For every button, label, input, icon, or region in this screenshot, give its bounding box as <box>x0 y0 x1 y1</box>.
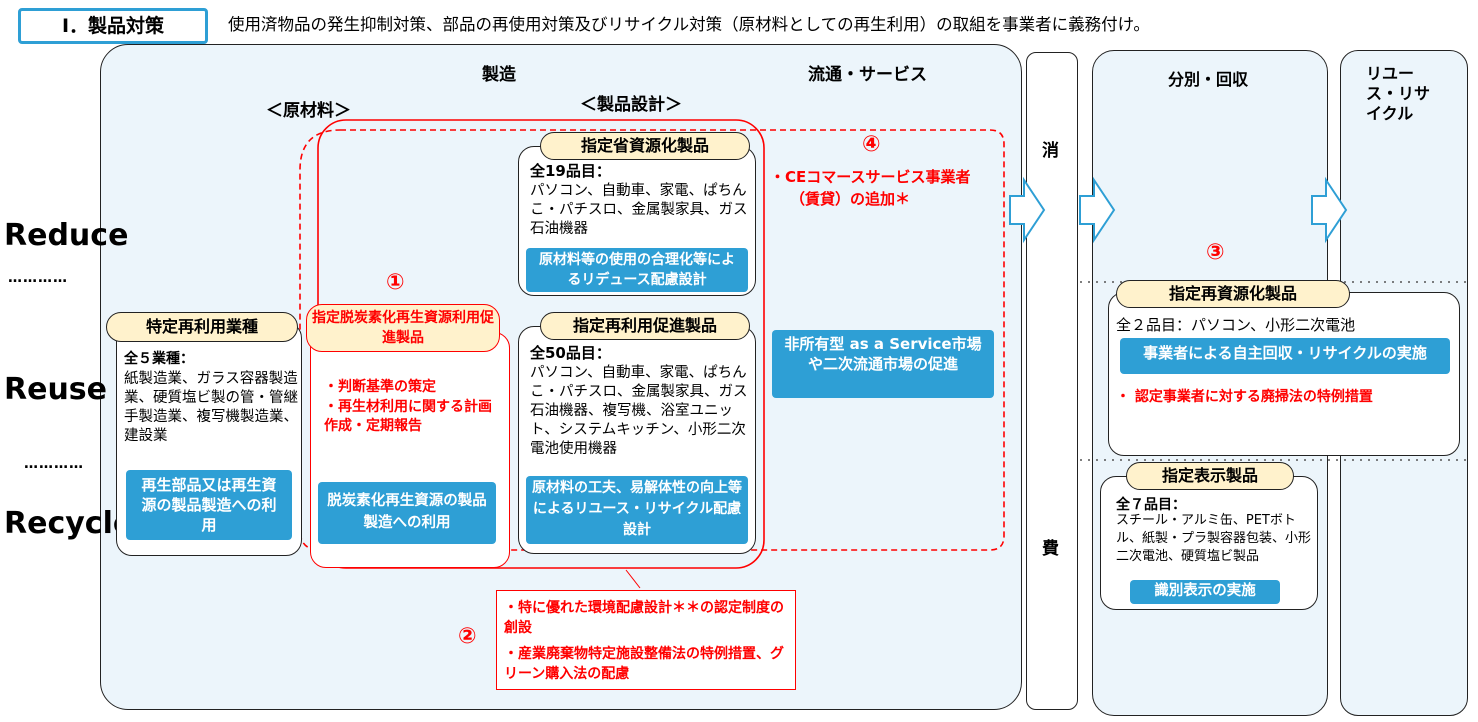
heading-distribution: 流通・サービス <box>808 65 927 85</box>
section-tag: Ⅰ．製品対策 <box>18 8 208 44</box>
reuse-promotion-count: 全50品目： <box>530 344 611 362</box>
labeling-action: 識別表示の実施 <box>1130 580 1280 604</box>
marker-1: ① <box>386 270 405 295</box>
resource-saving-title: 指定省資源化製品 <box>540 132 750 160</box>
marker-2: ② <box>458 624 477 649</box>
decarbonization-bullet-1: ・判断基準の策定 <box>324 379 436 395</box>
recycled-resources-title: 指定再資源化製品 <box>1116 280 1350 308</box>
marker-4: ④ <box>862 132 881 157</box>
row-divider-dots: ………… <box>24 456 84 472</box>
connector-line <box>625 569 641 589</box>
ce-commerce-line-2: （賃貸）の追加＊ <box>790 190 911 208</box>
heading-consumption-bottom: 費 <box>1042 539 1059 559</box>
certification-box <box>496 590 796 690</box>
labeling-count: 全７品目： <box>1116 497 1186 513</box>
heading-product-design: ＜製品設計＞ <box>580 95 682 115</box>
non-ownership-label: 非所有型 as a Service市場や二次流通市場の促進 <box>772 330 994 398</box>
heading-manufacturing: 製造 <box>482 65 516 85</box>
specific-reuse-industry-items: 紙製造業、ガラス容器製造業、硬質塩ビ製の管・管継手製造業、複写機製造業、建設業 <box>124 371 298 444</box>
row-label-reuse: Reuse <box>4 372 108 407</box>
consumption-column <box>1026 52 1078 710</box>
decarbonization-title: 指定脱炭素化再生資源利用促進製品 <box>306 304 500 352</box>
row-label-recycle: Recycle <box>4 506 134 541</box>
certification-bullet-2: ・産業廃棄物特定施設整備法の特例措置、グリーン購入法の配慮 <box>504 646 784 682</box>
specific-reuse-industry-title: 特定再利用業種 <box>106 312 298 342</box>
decarbonization-bullet-2: ・再生材利用に関する計画作成・定期報告 <box>324 399 492 434</box>
heading-reuse-recycle: リユース・リサイクル <box>1366 64 1431 123</box>
arrow-right-icon <box>1079 176 1116 244</box>
recycled-resources-action: 事業者による自主回収・リサイクルの実施 <box>1120 338 1450 374</box>
reuse-promotion-action: 原材料の工夫、易解体性の向上等によるリユース・リサイクル配慮設計 <box>526 476 748 544</box>
decarbonization-action: 脱炭素化再生資源の製品製造への利用 <box>318 482 496 544</box>
marker-3: ③ <box>1206 240 1225 265</box>
resource-saving-count: 全19品目： <box>530 162 611 180</box>
row-divider-dots: ………… <box>8 270 68 286</box>
heading-consumption-top: 消 <box>1042 141 1059 161</box>
certification-bullet-1: ・特に優れた環境配慮設計＊＊の認定制度の創設 <box>504 600 784 636</box>
recycled-resources-count: 全２品目：パソコン、小形二次電池 <box>1116 316 1356 334</box>
arrow-right-icon <box>1009 176 1046 244</box>
ce-commerce-line-1: ・CEコマースサービス事業者 <box>770 168 971 186</box>
specific-reuse-industry-count: 全５業種： <box>124 351 194 367</box>
labeling-title: 指定表示製品 <box>1126 462 1294 490</box>
arrow-right-icon <box>1311 176 1348 244</box>
resource-saving-items: パソコン、自動車、家電、ぱちんこ・パチスロ、金属製家具、ガス石油機器 <box>530 183 748 237</box>
row-label-reduce: Reduce <box>4 218 129 253</box>
recycled-resources-note: ・ 認定事業者に対する廃掃法の特例措置 <box>1116 389 1373 405</box>
specific-reuse-industry-action: 再生部品又は再生資源の製品製造への利用 <box>126 470 292 540</box>
heading-collection: 分別・回収 <box>1168 70 1249 89</box>
header-description: 使用済物品の発生抑制対策、部品の再使用対策及びリサイクル対策（原材料としての再生… <box>228 15 1150 34</box>
heading-raw-materials: ＜原材料＞ <box>266 101 351 121</box>
labeling-items: スチール・アルミ缶、PETボトル、紙製・プラ製容器包装、小形二次電池、硬質塩ビ製… <box>1116 513 1312 564</box>
resource-saving-action: 原材料等の使用の合理化等によるリデュース配慮設計 <box>526 248 748 292</box>
reuse-promotion-title: 指定再利用促進製品 <box>540 312 750 340</box>
reuse-promotion-items: パソコン、自動車、家電、ぱちんこ・パチスロ、金属製家具、ガス石油機器、複写機、浴… <box>530 365 748 457</box>
